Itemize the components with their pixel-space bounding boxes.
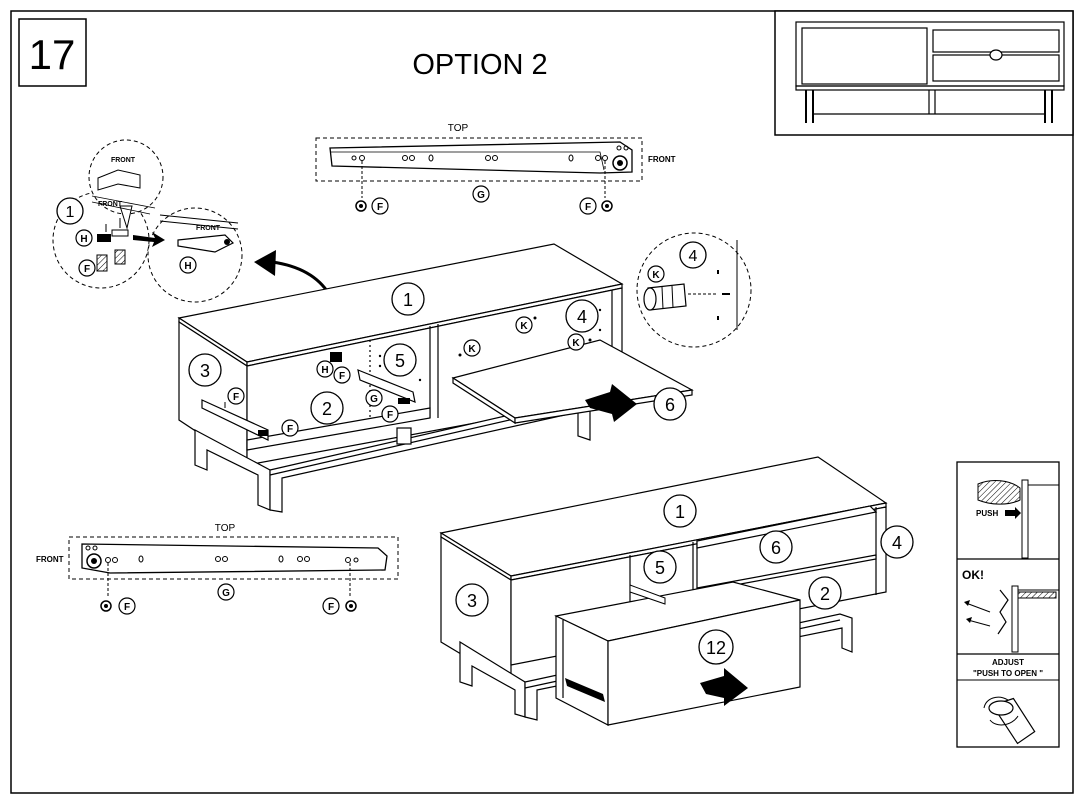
upper-part-1: 1	[403, 290, 413, 310]
adjust-label-line2: "PUSH TO OPEN "	[973, 669, 1043, 678]
rail-bottom-diagram: TOP FRONT F G F	[36, 523, 399, 615]
adjust-label-line1: ADJUST	[992, 658, 1024, 667]
lower-part-5: 5	[655, 558, 665, 578]
rail-bottom-letter-g: G	[222, 588, 230, 599]
lower-part-6: 6	[771, 538, 781, 558]
hinge-part-number: 1	[66, 204, 75, 221]
rail-bottom-letter-f-right: F	[328, 602, 334, 613]
upper-part-6: 6	[665, 395, 675, 415]
hinge-letter-h-left: H	[80, 234, 87, 245]
upper-part-3: 3	[200, 361, 210, 381]
hinge-front-label-b: FRONT	[98, 201, 123, 208]
upper-part-5: 5	[395, 351, 405, 371]
upper-letter-f-1: F	[339, 371, 345, 382]
upper-letter-k-1: K	[520, 321, 528, 332]
step-number: 17	[29, 31, 76, 78]
hinge-detail: FRONT FRONT FRONT 1 H F H	[52, 139, 243, 303]
lower-part-12: 12	[706, 638, 726, 658]
dowel-part-number: 4	[689, 248, 698, 265]
ok-label: OK!	[962, 568, 984, 582]
upper-letter-f-3: F	[287, 424, 293, 435]
page-title: OPTION 2	[412, 49, 547, 81]
hinge-front-label-a: FRONT	[111, 157, 136, 164]
step-number-box: 17	[18, 18, 87, 87]
upper-letter-h: H	[321, 365, 328, 376]
rail-bottom-letter-f-left: F	[124, 602, 130, 613]
rail-bottom-top-label: TOP	[215, 523, 236, 534]
lower-slide-rail	[629, 584, 666, 605]
upper-letter-f-2: F	[233, 392, 239, 403]
dowel-letter-k: K	[652, 270, 660, 281]
lower-part-1: 1	[675, 502, 685, 522]
hinge-front-label-c: FRONT	[196, 225, 221, 232]
upper-labels: 1 2 3 4 5 6 K K K H F F F F G	[188, 282, 687, 437]
rail-top-letter-g: G	[477, 190, 485, 201]
upper-part-2: 2	[322, 399, 332, 419]
rail-top-diagram: TOP FRONT F G F	[315, 123, 676, 215]
upper-letter-k-2: K	[468, 344, 476, 355]
upper-part-4: 4	[577, 307, 587, 327]
lower-labels: 1 2 3 4 5 6 12	[455, 494, 914, 665]
lower-cabinet	[439, 456, 888, 726]
rail-top-letter-f-right: F	[585, 202, 591, 213]
upper-letter-f-4: F	[387, 410, 393, 421]
hinge-letter-h-right: H	[184, 261, 191, 272]
lower-part-2: 2	[820, 584, 830, 604]
page-frame	[10, 10, 1074, 794]
lower-push-arrow	[700, 668, 748, 706]
push-label: PUSH	[976, 509, 998, 518]
rail-bottom-front-label: FRONT	[36, 555, 64, 564]
lower-part-3: 3	[467, 591, 477, 611]
upper-push-arrow	[585, 384, 637, 422]
upper-drawer-slide	[201, 352, 416, 441]
push-to-open-panel: PUSH OK! ADJUST "PUSH TO OPEN "	[956, 461, 1060, 748]
rail-top-front-label: FRONT	[648, 155, 676, 164]
reference-thumbnail	[774, 10, 1074, 136]
hinge-letter-f: F	[84, 264, 90, 275]
rail-top-top-label: TOP	[448, 123, 469, 134]
upper-cabinet	[177, 243, 694, 513]
rail-top-letter-f-left: F	[377, 202, 383, 213]
upper-letter-k-3: K	[572, 338, 580, 349]
curved-arrow-head	[254, 250, 276, 276]
dowel-detail: 4 K	[636, 232, 752, 348]
upper-letter-g: G	[370, 394, 378, 405]
lower-part-4: 4	[892, 533, 902, 553]
lower-drawer-slide	[565, 678, 605, 702]
